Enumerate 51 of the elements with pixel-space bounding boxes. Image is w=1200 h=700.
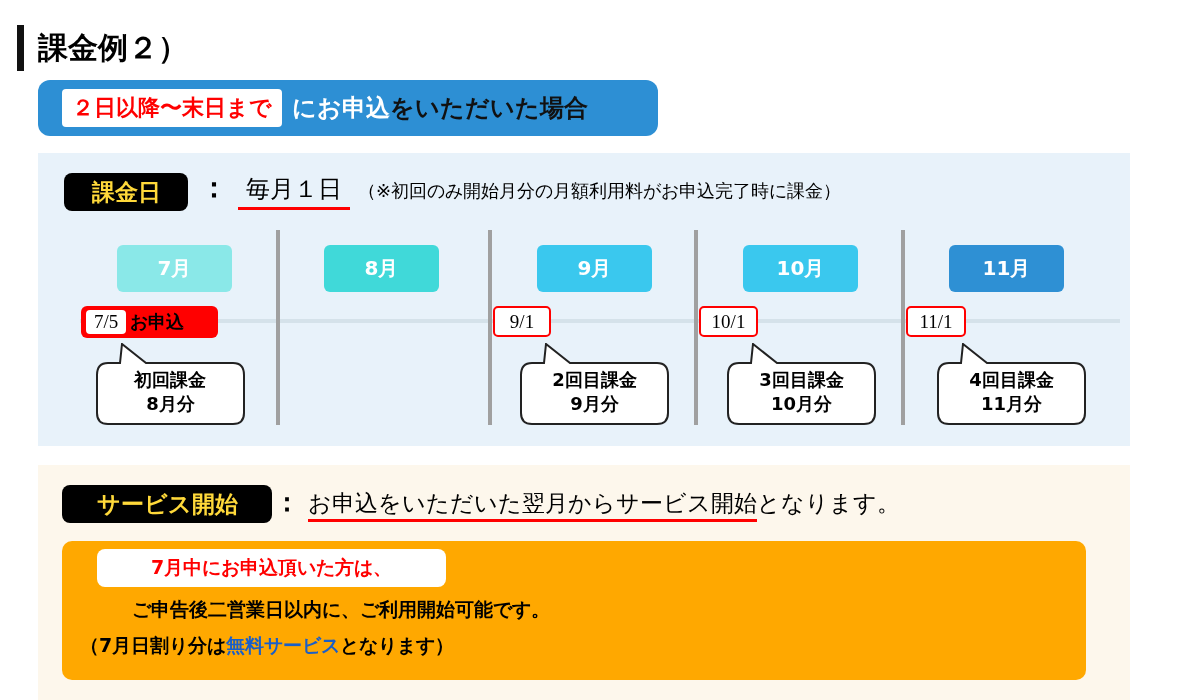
month-label: 8月 — [364, 255, 399, 282]
condition-text: にお申込 — [292, 93, 390, 124]
tag-label: サービス開始 — [96, 489, 238, 519]
bubble-text: 3回目課金10月分 — [758, 368, 845, 416]
billing-note: （※初回のみ開始月分の月額利用料がお申込完了時に課金） — [358, 179, 842, 203]
label-tag — [64, 173, 188, 211]
month-box — [324, 245, 439, 292]
note-text: となります） — [340, 633, 455, 658]
billing-date-tag — [493, 306, 551, 337]
month-label: 10月 — [776, 255, 825, 282]
tag-label: 課金日 — [91, 177, 161, 207]
bubble-text: 初回課金8月分 — [133, 368, 208, 416]
month-label: 7月 — [157, 255, 192, 282]
billing-panel — [38, 153, 1130, 446]
bubble-text: 4回目課金11月分 — [968, 368, 1055, 416]
note-heading-tag — [97, 549, 446, 587]
bubble-text: 2回目課金9月分 — [551, 368, 638, 416]
month-label: 9月 — [577, 255, 612, 282]
date-label: 7/5 — [86, 310, 127, 334]
application-date-tag — [81, 306, 218, 338]
month-box — [117, 245, 232, 292]
month-box — [949, 245, 1064, 292]
billing-day-text: 毎月１日 — [238, 173, 350, 210]
title: 課金例２） — [38, 29, 188, 67]
label-tag — [62, 485, 272, 523]
colon: ： — [200, 170, 228, 206]
billing-date-tag — [699, 306, 758, 337]
speech-bubble — [937, 343, 1086, 425]
condition-banner — [38, 80, 658, 136]
condition-text: をいただいた場合 — [390, 93, 588, 124]
month-box — [537, 245, 652, 292]
speech-bubble — [96, 343, 245, 425]
speech-bubble — [727, 343, 876, 425]
free-service-text: 無料サービス — [226, 633, 341, 658]
date-label: 9/1 — [509, 310, 535, 333]
service-start-text: お申込をいただいた翌月からサービス開始 — [308, 488, 757, 522]
condition-highlight: ２日以降〜末日まで — [62, 89, 282, 127]
note-panel — [62, 541, 1086, 680]
application-label: お申込 — [130, 310, 185, 334]
service-panel — [38, 465, 1130, 700]
date-label: 10/1 — [711, 310, 746, 333]
service-start-text: となります。 — [757, 489, 900, 518]
note-heading: 7月中にお申込頂いた方は、 — [150, 555, 393, 580]
note-text: ご申告後二営業日以内に、ご利用開始可能です。 — [132, 597, 550, 622]
note-text: （7月日割り分は — [80, 633, 227, 658]
month-box — [743, 245, 858, 292]
colon: ： — [274, 486, 300, 519]
date-label: 11/1 — [919, 310, 953, 333]
speech-bubble — [520, 343, 669, 425]
billing-date-tag — [906, 306, 966, 337]
month-label: 11月 — [982, 255, 1031, 282]
